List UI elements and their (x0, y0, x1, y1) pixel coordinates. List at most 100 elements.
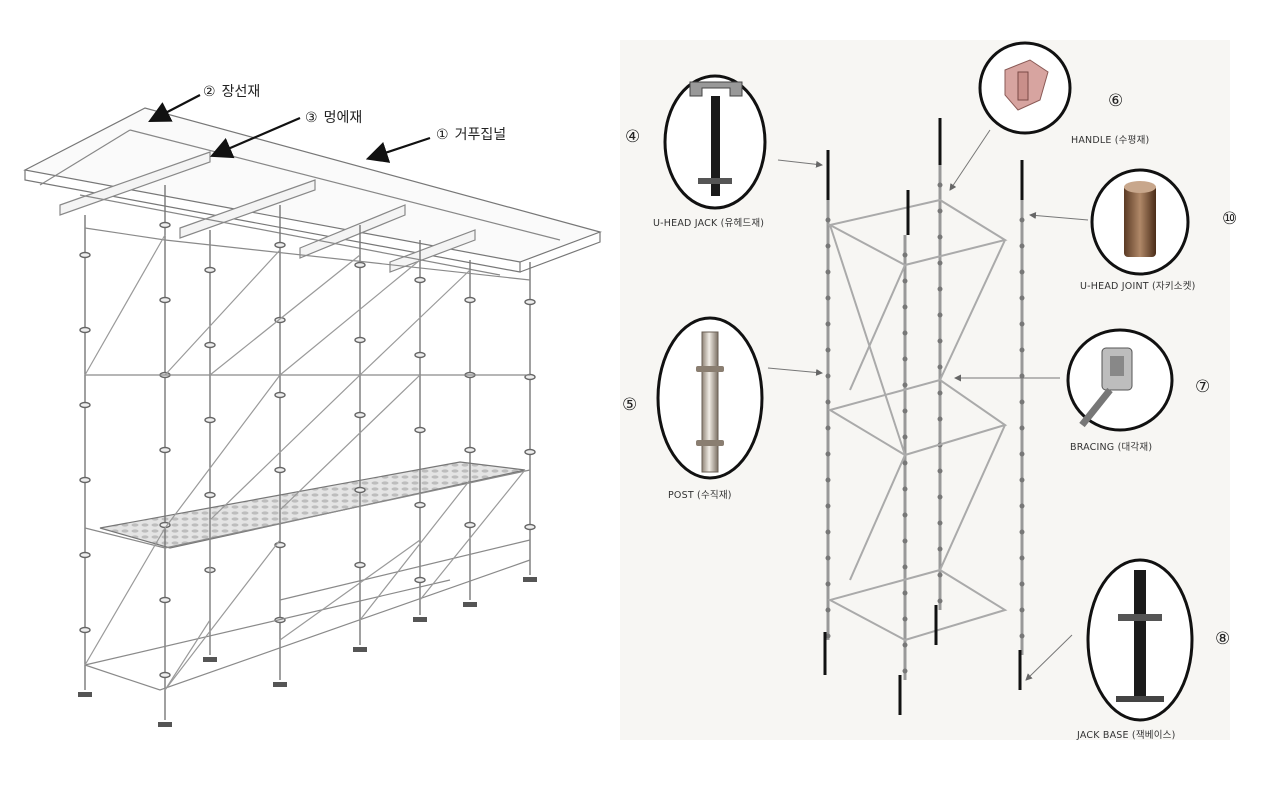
tower-node (825, 451, 831, 457)
tower-node (825, 295, 831, 301)
tower-node (1019, 347, 1025, 353)
tower-node (825, 503, 831, 509)
component-number: ⑧ (1215, 629, 1230, 649)
tower-node (937, 182, 943, 188)
tower-node (825, 477, 831, 483)
rosette-node (159, 671, 171, 679)
component-caption: HANDLE (수평재) (1071, 135, 1149, 146)
rosette-node (79, 251, 91, 259)
tower-node (1019, 321, 1025, 327)
rosette-node (159, 296, 171, 304)
rosette-node (354, 261, 366, 269)
tower-node (1019, 529, 1025, 535)
rosette-node (204, 341, 216, 349)
horizontal-ledgers (84, 227, 531, 691)
base-plate (523, 577, 537, 582)
component-caption: U-HEAD JACK (유헤드재) (653, 217, 764, 229)
tower-node (825, 243, 831, 249)
tower-node (902, 278, 908, 284)
tower-node (937, 208, 943, 214)
base-plate (158, 722, 172, 727)
tower-node (937, 416, 943, 422)
tower-node (902, 434, 908, 440)
tower-node (1019, 399, 1025, 405)
tower-node (937, 312, 943, 318)
rosette-node (79, 401, 91, 409)
tower-node (825, 607, 831, 613)
system-scaffold-drawing (23, 94, 602, 727)
tower-node (937, 286, 943, 292)
tower-node (1019, 373, 1025, 379)
tower-node (825, 269, 831, 275)
component-number: ⑤ (622, 395, 637, 415)
leader-lines (767, 129, 1089, 681)
rosette-node (159, 596, 171, 604)
mesh-platform (99, 461, 526, 549)
rosette-node (414, 501, 426, 509)
tower-node (937, 260, 943, 266)
component-number: ⑥ (1108, 91, 1123, 111)
tower-node (825, 425, 831, 431)
rosette-node (414, 576, 426, 584)
handle-icon (1004, 59, 1049, 111)
rosette-node (464, 296, 476, 304)
joist-members (39, 129, 561, 276)
tower-node (902, 304, 908, 310)
post-icon (696, 331, 724, 473)
diagonal-braces (84, 234, 526, 691)
rosette-node (204, 416, 216, 424)
vertical-posts (79, 185, 536, 720)
base-plate (78, 692, 92, 697)
tower-node (902, 642, 908, 648)
tower-node (825, 555, 831, 561)
component-number: ⑩ (1222, 209, 1237, 229)
tower-node (902, 564, 908, 570)
rosette-node (464, 446, 476, 454)
base-plate (463, 602, 477, 607)
component-caption: BRACING (대각재) (1070, 441, 1152, 453)
base-plate (273, 682, 287, 687)
tower-node (902, 408, 908, 414)
tower-node (902, 330, 908, 336)
tower-node (902, 512, 908, 518)
component-u-head-jack: ④ U-HEAD JACK (유헤드재) (625, 74, 767, 229)
tower-node (902, 538, 908, 544)
rosette-node (464, 521, 476, 529)
tower-node (902, 590, 908, 596)
tower-node (825, 373, 831, 379)
component-caption: JACK BASE (잭베이스) (1076, 730, 1176, 741)
tower-node (937, 390, 943, 396)
rosette-node (354, 336, 366, 344)
base-plate (353, 647, 367, 652)
exploded-tower-drawing (767, 118, 1089, 715)
jack-base-icon (1116, 570, 1164, 702)
tower-node (937, 338, 943, 344)
tower-node (902, 356, 908, 362)
rosette-node (204, 266, 216, 274)
tower-node (902, 616, 908, 622)
component-bracing: ⑦ BRACING (대각재) (1066, 328, 1210, 453)
rosette-node (524, 298, 536, 306)
tower-jacks (823, 118, 1024, 715)
u-head-jack-icon (689, 81, 743, 196)
tower-node (1019, 633, 1025, 639)
tower-node (902, 252, 908, 258)
label-arrows (148, 94, 431, 163)
component-number: ⑦ (1195, 377, 1210, 397)
rosette-node (414, 351, 426, 359)
u-head-joint-icon (1124, 181, 1156, 257)
tower-node (1019, 607, 1025, 613)
bracing-icon (1079, 347, 1133, 428)
tower-node (825, 347, 831, 353)
base-plates (78, 577, 537, 727)
rosette-node (204, 491, 216, 499)
rosette-node (524, 448, 536, 456)
rosette-node (414, 426, 426, 434)
tower-node (1019, 581, 1025, 587)
rosette-node (354, 411, 366, 419)
tower-node (902, 486, 908, 492)
rosette-node (354, 561, 366, 569)
